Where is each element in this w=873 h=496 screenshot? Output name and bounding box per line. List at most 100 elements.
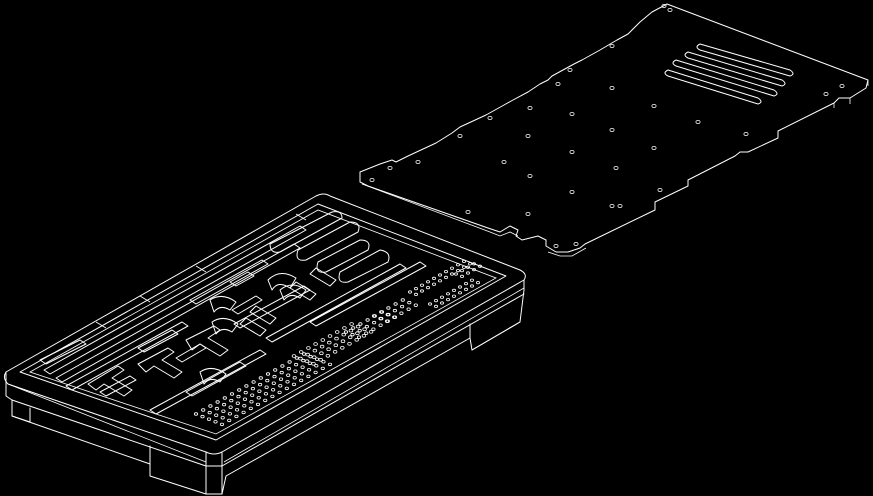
hole: [553, 243, 559, 248]
hole: [695, 120, 701, 125]
hole: [312, 348, 318, 353]
t-notch: [185, 325, 229, 357]
hole: [478, 264, 482, 268]
hole: [234, 414, 239, 419]
hole: [361, 333, 367, 338]
hole: [414, 286, 418, 291]
hole: [657, 187, 663, 192]
hole: [444, 269, 448, 274]
channel: [65, 321, 189, 391]
hole: [249, 400, 254, 404]
tray-rim-tabs: [95, 213, 307, 329]
hole: [470, 284, 474, 288]
hole: [472, 267, 476, 272]
hole: [400, 298, 405, 302]
hole: [258, 376, 263, 380]
hole: [307, 368, 312, 372]
hole: [341, 332, 346, 337]
hole: [215, 400, 220, 404]
hole: [386, 306, 391, 310]
hole: [227, 412, 232, 416]
hole: [229, 392, 235, 396]
hole: [258, 382, 263, 387]
hole: [304, 359, 310, 364]
hole: [501, 159, 507, 164]
hole: [229, 398, 234, 403]
channel: [55, 243, 301, 383]
cover-plate-outline: [359, 3, 869, 253]
hole: [450, 272, 454, 276]
hole: [364, 324, 369, 329]
hole: [371, 327, 376, 331]
hole: [279, 370, 284, 375]
hole: [284, 386, 289, 391]
hole: [350, 332, 355, 337]
hole: [222, 396, 227, 400]
hole: [243, 390, 248, 395]
hole: [251, 380, 256, 384]
hole: [265, 378, 270, 383]
pocket: [199, 368, 227, 385]
hole: [220, 416, 225, 420]
hole: [213, 420, 218, 424]
hole: [406, 307, 411, 311]
hole: [413, 303, 418, 307]
channel: [43, 225, 307, 375]
t-notch: [175, 343, 207, 363]
hole: [527, 173, 533, 178]
hole: [277, 390, 282, 395]
hole: [440, 301, 444, 305]
hole: [555, 82, 561, 87]
hole: [400, 304, 405, 309]
cover-plate: [359, 3, 869, 257]
slot: [696, 43, 794, 77]
hole: [326, 347, 331, 352]
pocket: [239, 317, 267, 337]
slot: [684, 51, 786, 87]
hole: [333, 343, 339, 348]
hole: [293, 369, 298, 373]
hole: [347, 335, 353, 340]
hole: [334, 330, 340, 334]
hole: [286, 373, 291, 377]
hole: [365, 318, 370, 322]
hole: [314, 364, 319, 368]
hole: [617, 203, 623, 208]
hole: [420, 283, 424, 287]
hole: [392, 315, 397, 319]
hole: [464, 281, 468, 286]
pocket: [211, 318, 239, 335]
hole: [206, 417, 212, 421]
cover-plate-holes: [369, 4, 845, 248]
hole: [371, 314, 377, 318]
tray-inner-rim: [19, 203, 507, 441]
hole: [291, 354, 297, 358]
hole: [464, 287, 468, 291]
hole: [319, 351, 324, 356]
t-notch: [137, 347, 183, 379]
hole: [343, 330, 349, 334]
hole: [609, 203, 615, 208]
hole: [357, 328, 362, 333]
hole: [468, 262, 472, 266]
hole: [222, 402, 227, 407]
hole: [839, 84, 845, 89]
hole: [319, 344, 325, 349]
hole: [434, 304, 438, 308]
hole: [613, 165, 619, 170]
pocket: [309, 267, 337, 287]
hole: [651, 145, 657, 150]
hole: [248, 406, 253, 411]
hole: [440, 295, 444, 299]
tray-base-feet: [11, 293, 525, 495]
hole: [320, 338, 326, 342]
hole: [214, 413, 219, 417]
hole: [235, 408, 240, 412]
hole: [458, 291, 462, 295]
pocket: [289, 281, 317, 301]
hole: [661, 4, 667, 9]
hole: [476, 280, 480, 285]
tray-side-line: [7, 287, 525, 463]
t-notch: [87, 365, 133, 397]
channel: [185, 361, 247, 397]
